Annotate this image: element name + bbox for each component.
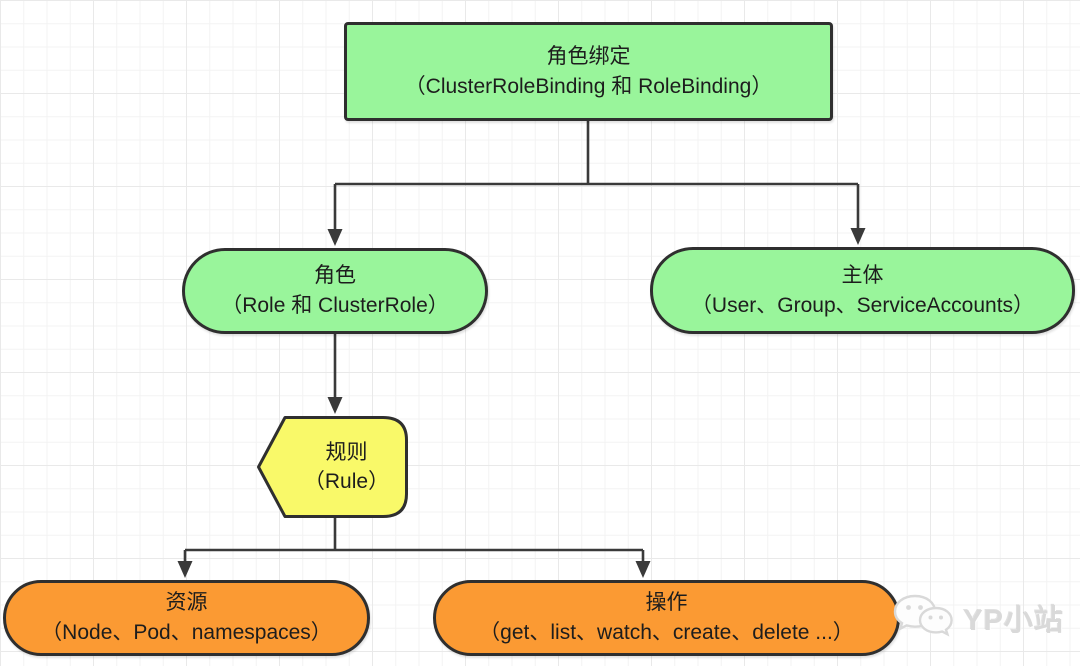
node-role-binding-title: 角色绑定 xyxy=(546,44,631,68)
watermark: YP小站 xyxy=(891,592,1064,644)
node-resource-title: 资源 xyxy=(165,591,208,614)
node-subject-subtitle: （User、Group、ServiceAccounts） xyxy=(690,293,1035,317)
node-rule-subtitle: （Rule） xyxy=(303,470,390,493)
node-resource: 资源 （Node、Pod、namespaces） xyxy=(3,580,370,656)
node-rule: 规则 （Rule） xyxy=(257,416,408,518)
node-role: 角色 （Role 和 ClusterRole） xyxy=(182,248,488,334)
node-subject-title: 主体 xyxy=(841,263,884,287)
watermark-label: YP小站 xyxy=(963,605,1064,637)
node-resource-subtitle: （Node、Pod、namespaces） xyxy=(41,621,332,644)
wechat-icon xyxy=(891,592,955,644)
node-action: 操作 （get、list、watch、create、delete ...） xyxy=(433,580,900,656)
node-action-subtitle: （get、list、watch、create、delete ...） xyxy=(479,621,854,644)
arrowhead xyxy=(327,229,343,246)
node-rule-title: 规则 xyxy=(325,441,368,464)
node-subject: 主体 （User、Group、ServiceAccounts） xyxy=(650,247,1075,334)
arrowhead xyxy=(850,228,866,245)
arrowhead xyxy=(327,397,343,414)
node-role-binding-subtitle: （ClusterRoleBinding 和 RoleBinding） xyxy=(404,74,773,98)
node-action-title: 操作 xyxy=(645,591,688,614)
rule-shape xyxy=(257,416,408,518)
node-role-title: 角色 xyxy=(314,264,356,287)
node-role-subtitle: （Role 和 ClusterRole） xyxy=(221,294,449,317)
node-role-binding: 角色绑定 （ClusterRoleBinding 和 RoleBinding） xyxy=(344,22,833,121)
arrowhead xyxy=(177,561,193,578)
arrowhead xyxy=(635,561,651,578)
